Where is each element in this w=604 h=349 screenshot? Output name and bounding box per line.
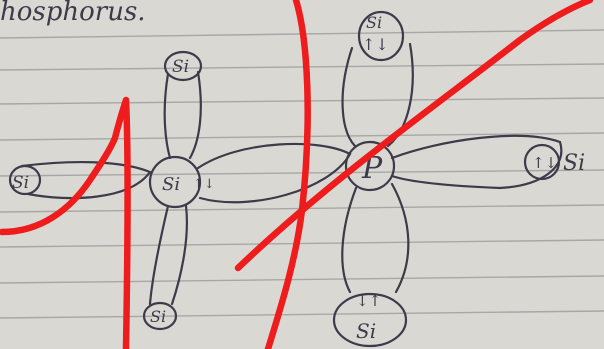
label-si-bottom-right: Si [356,319,376,343]
label-spin-bottom-right: ↓↑ [356,292,381,310]
label-spin-top-right: ↑↓ [362,35,389,54]
label-si-top-right: Si [366,13,382,32]
label-si-center: Si [162,174,180,195]
label-si-left: Si [12,173,29,193]
label-spin-center: ↑↓ [193,177,215,192]
label-si-bottom-left: Si [150,307,166,326]
label-spin-right: ↑↓ [532,154,557,172]
label-si-top-left: Si [172,57,189,77]
heading-fragment: hosphorus. [0,0,146,27]
label-si-right: Si [563,151,585,176]
